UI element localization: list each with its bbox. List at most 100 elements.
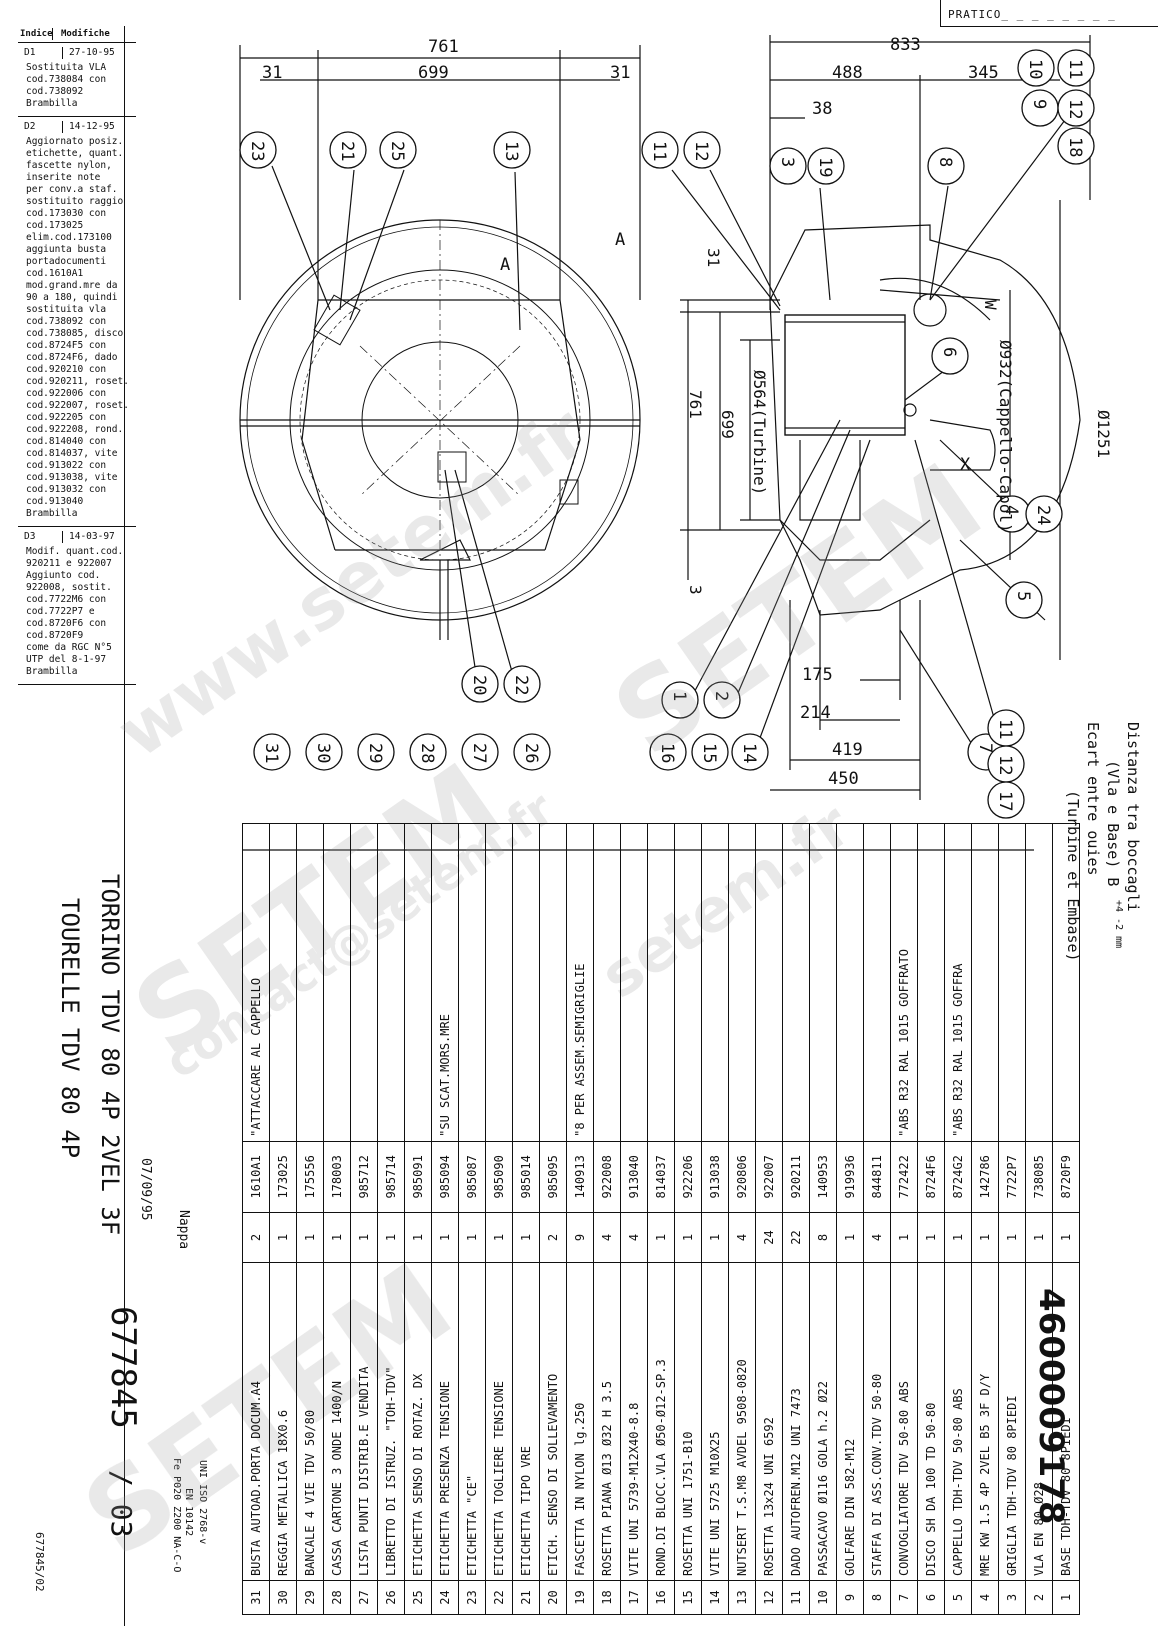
title-author: Nappa (176, 1210, 191, 1249)
part-note (917, 823, 945, 1142)
part-quantity: 1 (458, 1212, 486, 1263)
part-number: 8 (863, 1580, 891, 1615)
part-description: ROSETTA UNI 1751-B10 (674, 1262, 702, 1581)
revision-line: Aggiornato posiz. (26, 136, 124, 147)
balloon-b29 (357, 733, 395, 771)
part-code: 814037 (647, 1141, 675, 1213)
balloon-b13 (493, 131, 531, 169)
balloon-label-b14: 14 (739, 743, 759, 763)
part-note (539, 823, 567, 1142)
part-code: 920211 (782, 1141, 810, 1213)
part-description: ROND.DI BLOCC.VLA Ø50-Ø12-SP.3 (647, 1262, 675, 1581)
section-a-1: A (500, 255, 510, 275)
revision-index: D3 (24, 531, 36, 542)
part-number: 10 (809, 1580, 837, 1615)
part-code: 142786 (971, 1141, 999, 1213)
revision-line: elim.cod.173100 (26, 232, 112, 243)
balloon-b11b (1057, 49, 1095, 87)
dim-175: 175 (802, 665, 833, 685)
part-description: BASE TDH-TDV 80 8PIEDI (1052, 1262, 1080, 1581)
dim-699: 699 (418, 63, 449, 83)
balloon-label-b18: 18 (1065, 137, 1085, 157)
balloon-b27 (461, 733, 499, 771)
part-code: 7722P7 (998, 1141, 1026, 1213)
note-distanza: Distanza tra boccagli (1124, 722, 1142, 912)
part-number: 3 (998, 1580, 1026, 1615)
part-quantity: 4 (863, 1212, 891, 1263)
part-note (350, 823, 378, 1142)
balloon-b1 (661, 681, 699, 719)
revision-line: cod.814040 con (26, 436, 107, 447)
part-description: ETICHETTA TOGLIERE TENSIONE (485, 1262, 513, 1581)
revision-line: sostituita vla (26, 304, 107, 315)
part-code: 985014 (512, 1141, 540, 1213)
part-quantity: 24 (755, 1212, 783, 1263)
balloon-b6 (931, 337, 969, 375)
balloon-b18 (1057, 127, 1095, 165)
part-number: 27 (350, 1580, 378, 1615)
part-number: 4 (971, 1580, 999, 1615)
balloon-b3 (769, 147, 807, 185)
balloon-label-b3: 3 (777, 157, 797, 167)
part-description: ETICHETTA TIPO VRE (512, 1262, 540, 1581)
balloon-label-b23: 23 (247, 141, 267, 161)
part-number: 12 (755, 1580, 783, 1615)
dim-3: 3 (686, 585, 705, 595)
balloon-b22 (503, 665, 541, 703)
revision-line: cod.8720F9 (26, 630, 84, 641)
pratico-label: PRATICO_ _ _ _ _ _ _ _ (948, 8, 1116, 21)
part-note (458, 823, 486, 1142)
part-quantity: 1 (836, 1212, 864, 1263)
revision-line: cod.8724F6, dado (26, 352, 118, 363)
revision-index: D1 (24, 47, 36, 58)
revision-line: cod.8720F6 con (26, 618, 107, 629)
part-number: 24 (431, 1580, 459, 1615)
drawing-revision: / 03 (105, 1470, 138, 1537)
revision-line: aggiunta busta (26, 244, 107, 255)
balloon-b2 (703, 681, 741, 719)
dim-761-vert: 761 (686, 390, 705, 419)
revision-line: etichette, quant. (26, 148, 124, 159)
balloon-label-b12c: 12 (995, 755, 1015, 775)
part-number: 9 (836, 1580, 864, 1615)
balloon-label-b29: 29 (365, 743, 385, 763)
revision-line: Brambilla (26, 508, 78, 519)
revision-line: portadocumenti (26, 256, 107, 267)
part-quantity: 8 (809, 1212, 837, 1263)
part-number: 18 (593, 1580, 621, 1615)
dim-31-left: 31 (262, 63, 282, 83)
drawing-frame (124, 26, 1158, 1626)
dim-31-right: 31 (610, 63, 630, 83)
part-note (674, 823, 702, 1142)
part-quantity: 1 (647, 1212, 675, 1263)
watermark-url: www.setem.fr (103, 391, 602, 774)
revision-line: Brambilla (26, 98, 78, 109)
part-number: 15 (674, 1580, 702, 1615)
part-number: 2 (1025, 1580, 1053, 1615)
part-code: 140913 (566, 1141, 594, 1213)
revision-index-header: Indice (20, 28, 53, 40)
revision-line: fascette nylon, (26, 160, 112, 171)
revision-changes-header: Modifiche (61, 29, 110, 39)
part-description: CAPPELLO TDH-TDV 50-80 ABS (944, 1262, 972, 1581)
balloon-label-b8: 8 (935, 157, 955, 167)
part-description: PASSACAVO Ø116 GOLA h.2 Ø22 (809, 1262, 837, 1581)
part-number: 17 (620, 1580, 648, 1615)
part-note (836, 823, 864, 1142)
part-number: 7 (890, 1580, 918, 1615)
part-note: "ABS R32 RAL 1015 GOFFRATO (890, 823, 918, 1142)
revision-line: cod.738092 (26, 86, 84, 97)
